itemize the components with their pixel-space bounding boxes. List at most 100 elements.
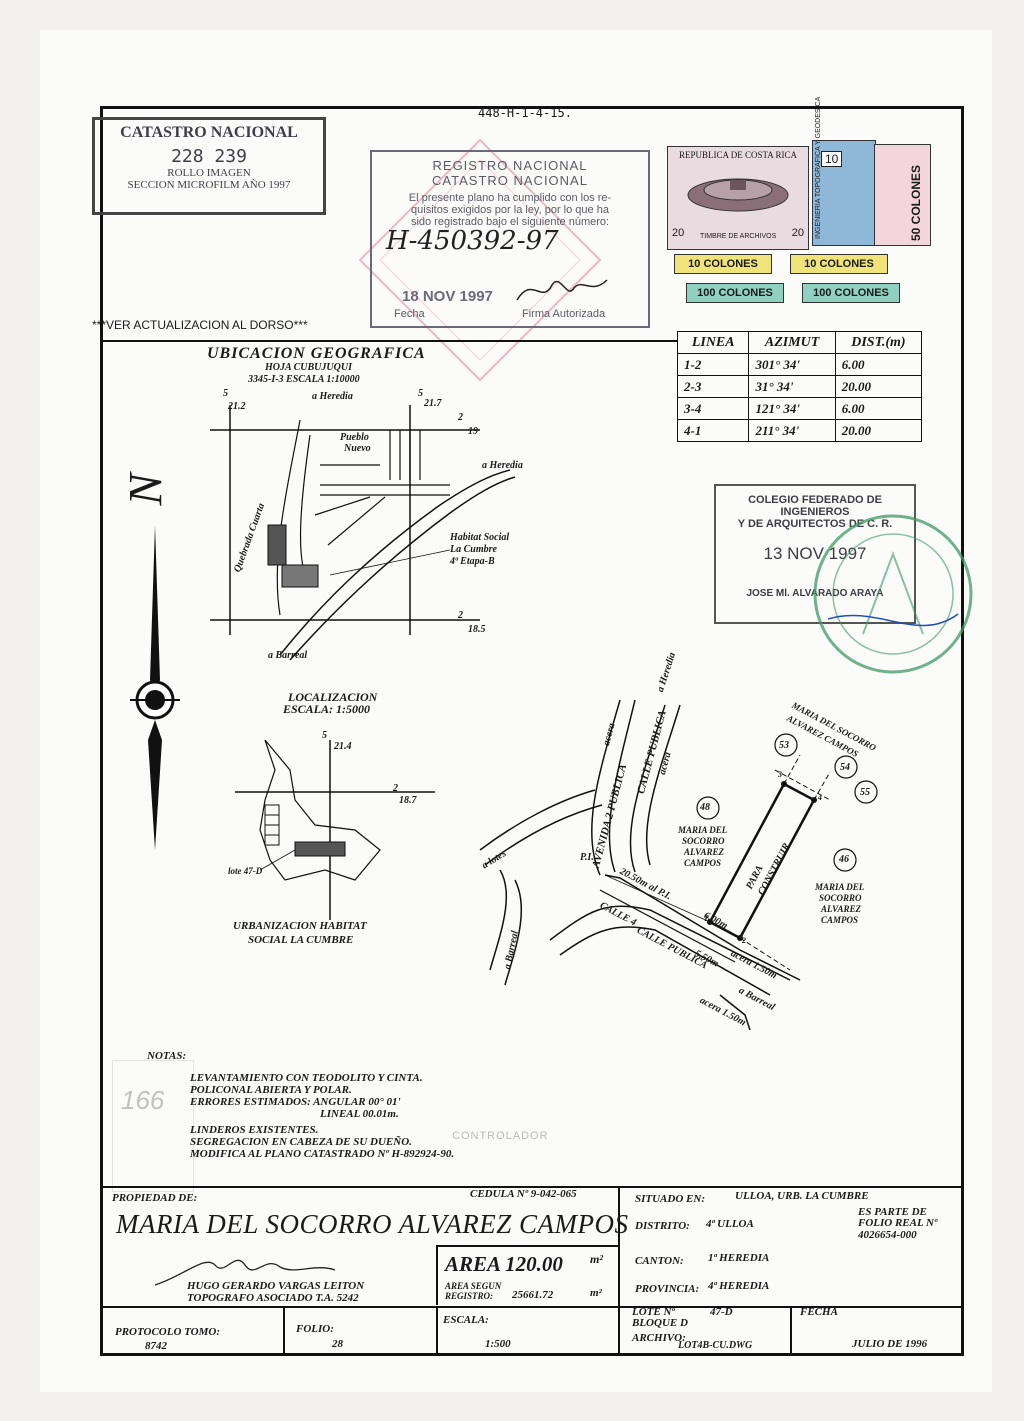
ubicacion-title: UBICACION GEOGRAFICA xyxy=(207,345,426,362)
lote-n-label: LOTE Nº xyxy=(632,1306,675,1318)
ingenieria-label: INGENIERIA TOPOGRAFICA Y GEODESICA xyxy=(815,96,822,239)
titleblock-vert-1 xyxy=(618,1186,620,1306)
fifty-colones-stamp: 50 COLONES xyxy=(874,144,931,246)
plan-pi: P.I. xyxy=(580,852,594,863)
owner46-line3: ALVAREZ xyxy=(821,904,862,914)
lot-outline xyxy=(708,782,816,940)
archivos-stamp: REPUBLICA DE COSTA RICA 20 20 TIMBRE DE … xyxy=(667,146,809,250)
owner48-line4: CAMPOS xyxy=(684,858,722,868)
coord-21-7: 21.7 xyxy=(424,398,442,409)
faint-number: 166 xyxy=(121,1085,165,1115)
area-reg-unit: m² xyxy=(590,1287,602,1299)
cell-azimut: 301° 34' xyxy=(748,353,836,376)
lote-47d-hatch xyxy=(294,841,346,857)
ten-colones-stamp-1: 10 COLONES xyxy=(674,254,772,274)
coord-18-5: 18.5 xyxy=(468,624,486,635)
localizacion-escala: ESCALA: 1:5000 xyxy=(283,702,371,716)
area-segun-2: REGISTRO: xyxy=(445,1291,494,1301)
cell-azimut: 31° 34' xyxy=(748,375,836,398)
fifty-colones-label: 50 COLONES xyxy=(909,164,923,241)
notas-title: NOTAS: xyxy=(147,1050,187,1062)
lot-53-number: 53 xyxy=(779,740,789,751)
vertex-2: 2 xyxy=(742,936,746,945)
bloque-label: BLOQUE D xyxy=(632,1317,688,1329)
area-unit: m² xyxy=(590,1252,603,1266)
catastro-number: 228 239 xyxy=(171,146,247,167)
es-parte-1: ES PARTE DE xyxy=(858,1206,927,1218)
north-arrow xyxy=(130,525,180,850)
protocolo-value: 8742 xyxy=(145,1340,167,1352)
registro-title2: CATASTRO NACIONAL xyxy=(432,173,588,188)
registro-signature-scribble xyxy=(516,279,608,301)
cell-linea: 1-2 xyxy=(676,353,750,376)
catastro-stamp: CATASTRO NACIONAL 228 239 ROLLO IMAGEN S… xyxy=(92,117,326,215)
catastro-title: CATASTRO NACIONAL xyxy=(120,124,298,141)
lote-n-value: 47-D xyxy=(710,1306,733,1318)
ver-actualizacion-note: ***VER ACTUALIZACION AL DORSO*** xyxy=(92,318,308,332)
notas-block: LEVANTAMIENTO CON TEODOLITO Y CINTA. POL… xyxy=(190,1072,454,1160)
col-azimut: AZIMUT xyxy=(748,331,836,354)
cell-linea: 3-4 xyxy=(676,397,750,420)
notas-line1: LEVANTAMIENTO CON TEODOLITO Y CINTA. xyxy=(190,1072,423,1084)
coord-2a: 2 xyxy=(458,412,463,423)
cell-linea: 4-1 xyxy=(676,419,750,442)
cell-azimut: 121° 34' xyxy=(748,397,836,420)
registro-stamp: REGISTRO NACIONAL CATASTRO NACIONAL El p… xyxy=(370,150,650,328)
col-dist: DIST.(m) xyxy=(834,331,923,354)
loc-coord-2: 2 xyxy=(393,783,398,794)
notas-line6: SEGREGACION EN CABEZA DE SU DUEÑO. xyxy=(190,1136,412,1148)
north-letter: N xyxy=(119,473,173,506)
loc-coord-21-4: 21.4 xyxy=(334,741,352,752)
catastro-line1: ROLLO IMAGEN xyxy=(167,167,251,179)
owner48-line2: SOCORRO xyxy=(682,836,725,846)
archivos-building-picture xyxy=(687,178,789,212)
folio-value: 28 xyxy=(332,1338,343,1350)
notas-line4: LINEAL 00.01m. xyxy=(320,1108,399,1120)
coord-21-2: 21.2 xyxy=(228,401,246,412)
loc-coord-18-7: 18.7 xyxy=(399,795,417,806)
cedula-label: CEDULA Nº 9-042-065 xyxy=(470,1188,577,1200)
lot-48-number: 48 xyxy=(700,802,710,813)
fecha-value: JULIO DE 1996 xyxy=(852,1338,928,1350)
ingenieria-value: 10 xyxy=(821,151,843,167)
archivo-value: LOT4B-CU.DWG xyxy=(678,1340,753,1351)
registro-text2: quisitos exigidos por la ley, por lo que… xyxy=(411,204,609,216)
surveyor-title: TOPOGRAFO ASOCIADO T.A. 5242 xyxy=(187,1292,359,1304)
registro-fecha-label: Fecha xyxy=(394,308,425,320)
owner46-line4: CAMPOS xyxy=(821,915,859,925)
provincia-label: PROVINCIA: xyxy=(635,1283,700,1295)
ubicacion-hoja: HOJA CUBUJUQUI xyxy=(265,362,352,373)
colegio-date: 13 NOV 1997 xyxy=(763,544,867,563)
lot-55-number: 55 xyxy=(860,787,870,798)
hundred-colones-stamp-2: 100 COLONES xyxy=(802,283,900,303)
folio-real-value: 4026654-000 xyxy=(858,1229,917,1241)
pueblo-nuevo-2: Nuevo xyxy=(344,443,371,454)
site-plan xyxy=(479,699,878,1031)
titleblock-top-line xyxy=(100,1186,964,1188)
archivos-value-right: 20 xyxy=(791,227,804,239)
titleblock-mid-line xyxy=(100,1306,964,1308)
escala-label: ESCALA: xyxy=(443,1314,489,1326)
habitat-label-2: La Cumbre xyxy=(450,544,497,555)
coord-19: 19 xyxy=(468,426,478,437)
faint-controlador: CONTROLADOR xyxy=(452,1130,549,1142)
surveyor-signature xyxy=(154,1259,336,1286)
protocolo-label: PROTOCOLO TOMO: xyxy=(115,1326,221,1338)
propiedad-label: PROPIEDAD DE: xyxy=(112,1192,198,1204)
col-linea: LINEA xyxy=(676,331,750,354)
titleblock-vert-2 xyxy=(436,1245,438,1305)
folio-label: FOLIO: xyxy=(296,1323,334,1335)
distrito-label: DISTRITO: xyxy=(635,1220,690,1232)
ingenieria-stamp: 10 INGENIERIA TOPOGRAFICA Y GEODESICA xyxy=(812,97,876,246)
owner48-line3: ALVAREZ xyxy=(684,847,725,857)
registro-firma-label: Firma Autorizada xyxy=(522,308,606,320)
canton-value: 1ª HEREDIA xyxy=(708,1252,770,1264)
escala-value: 1:500 xyxy=(485,1338,511,1350)
distrito-value: 4ª ULLOA xyxy=(706,1218,754,1230)
owner48-line1: MARIA DEL xyxy=(678,825,728,835)
urbanizacion-line2: SOCIAL LA CUMBRE xyxy=(248,934,354,946)
es-parte-2: FOLIO REAL Nº xyxy=(858,1217,938,1229)
